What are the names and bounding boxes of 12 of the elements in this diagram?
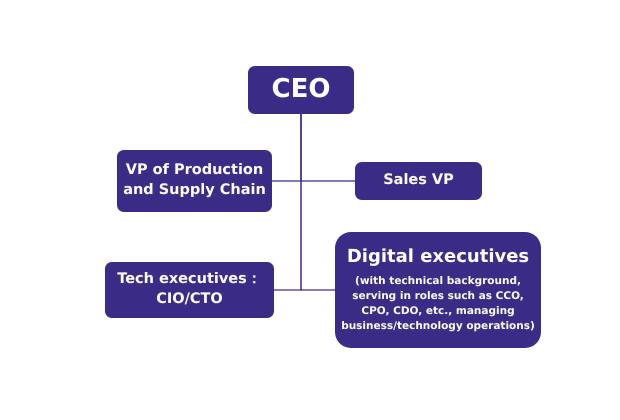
role-title: CEO: [272, 73, 330, 106]
role-title: Sales VP: [383, 171, 454, 190]
connector-line: [300, 114, 335, 291]
role-title: VP of Production and Supply Chain: [123, 161, 266, 200]
role-box: [117, 150, 272, 212]
role-box: [105, 262, 274, 318]
role-title: Digital executives: [346, 245, 530, 270]
role-box: [335, 232, 541, 348]
role-title: Tech executives： CIO/CTO: [116, 270, 263, 309]
role-description: (with technical background, serving in roles such as CCO, CPO, CDO, etc., managing business/technology operations): [341, 274, 535, 334]
role-box: [355, 162, 482, 200]
root-box: [248, 66, 354, 114]
